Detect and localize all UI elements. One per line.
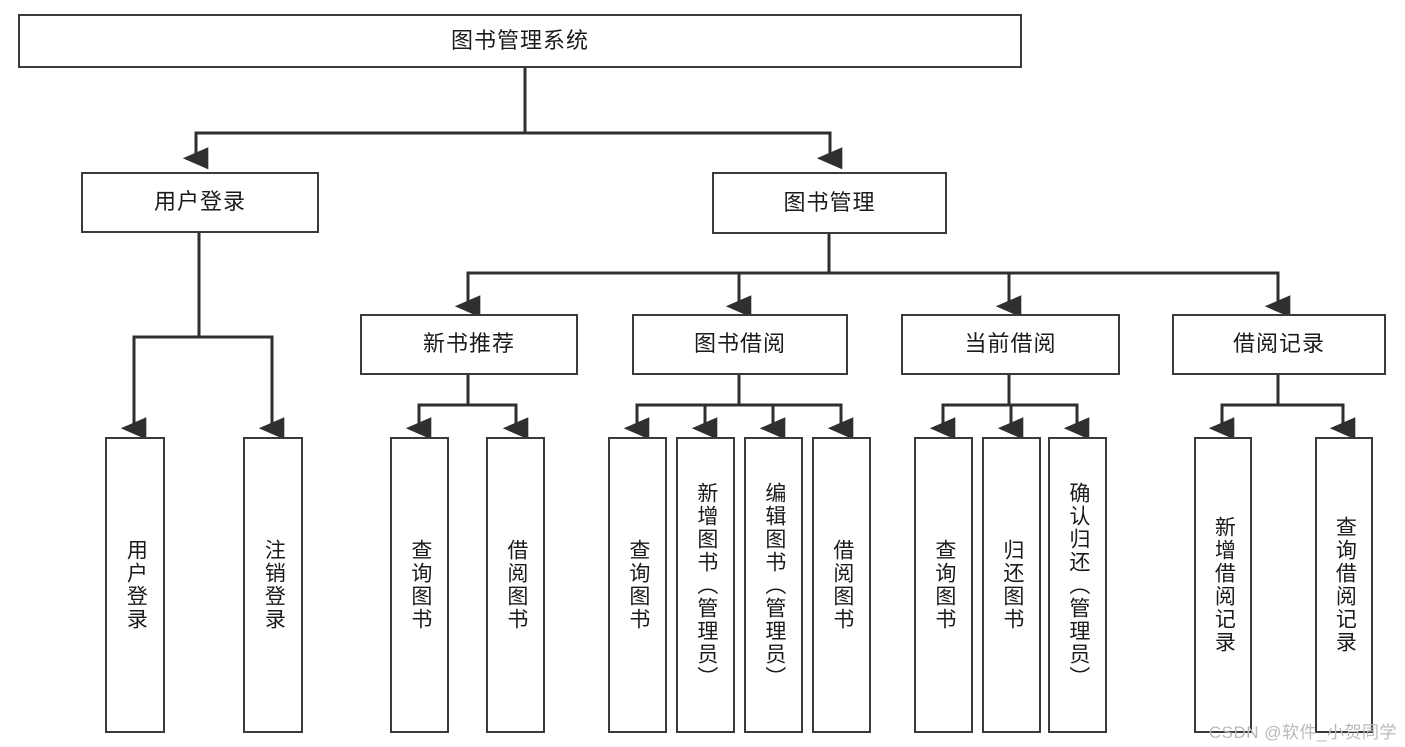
node-book-borrow[interactable]: 图书借阅 (632, 314, 848, 375)
node-leaf-logout-label: 注销登录 (262, 539, 286, 631)
node-user-login[interactable]: 用户登录 (81, 172, 319, 233)
node-leaf-add-book[interactable]: 新增图书（管理员） (676, 437, 735, 733)
node-leaf-confirm-return-label: 确认归还（管理员） (1066, 481, 1090, 689)
node-leaf-query-book-1[interactable]: 查询图书 (390, 437, 449, 733)
node-book-manage[interactable]: 图书管理 (712, 172, 947, 234)
node-leaf-query-record[interactable]: 查询借阅记录 (1315, 437, 1373, 733)
node-new-book-recommend[interactable]: 新书推荐 (360, 314, 578, 375)
node-leaf-confirm-return[interactable]: 确认归还（管理员） (1048, 437, 1107, 733)
node-new-book-recommend-label: 新书推荐 (422, 331, 515, 357)
node-root-label: 图书管理系统 (450, 27, 589, 53)
node-leaf-query-book-2-label: 查询图书 (626, 539, 650, 631)
node-borrow-record[interactable]: 借阅记录 (1172, 314, 1386, 375)
node-user-login-label: 用户登录 (153, 189, 246, 215)
watermark-text: CSDN @软件_小贺同学 (1208, 723, 1397, 742)
node-leaf-borrow-book-2[interactable]: 借阅图书 (812, 437, 871, 733)
node-leaf-borrow-book-2-label: 借阅图书 (830, 539, 854, 631)
node-leaf-add-record-label: 新增借阅记录 (1212, 516, 1236, 654)
node-current-borrow[interactable]: 当前借阅 (901, 314, 1120, 375)
node-borrow-record-label: 借阅记录 (1232, 331, 1325, 357)
node-leaf-query-record-label: 查询借阅记录 (1333, 516, 1357, 654)
node-current-borrow-label: 当前借阅 (964, 331, 1057, 357)
node-leaf-query-book-1-label: 查询图书 (408, 539, 432, 631)
node-leaf-return-book[interactable]: 归还图书 (982, 437, 1041, 733)
node-leaf-query-book-3[interactable]: 查询图书 (914, 437, 973, 733)
node-leaf-return-book-label: 归还图书 (1000, 539, 1024, 631)
node-leaf-borrow-book-1-label: 借阅图书 (504, 539, 528, 631)
node-book-borrow-label: 图书借阅 (693, 331, 786, 357)
node-leaf-user-login-label: 用户登录 (124, 539, 148, 631)
node-leaf-add-record[interactable]: 新增借阅记录 (1194, 437, 1252, 733)
node-root[interactable]: 图书管理系统 (18, 14, 1022, 68)
node-leaf-edit-book[interactable]: 编辑图书（管理员） (744, 437, 803, 733)
node-leaf-borrow-book-1[interactable]: 借阅图书 (486, 437, 545, 733)
node-book-manage-label: 图书管理 (783, 189, 876, 215)
node-leaf-add-book-label: 新增图书（管理员） (694, 481, 718, 689)
node-leaf-logout[interactable]: 注销登录 (243, 437, 303, 733)
node-leaf-edit-book-label: 编辑图书（管理员） (762, 481, 786, 689)
node-leaf-query-book-2[interactable]: 查询图书 (608, 437, 667, 733)
node-leaf-query-book-3-label: 查询图书 (932, 539, 956, 631)
node-leaf-user-login[interactable]: 用户登录 (105, 437, 165, 733)
